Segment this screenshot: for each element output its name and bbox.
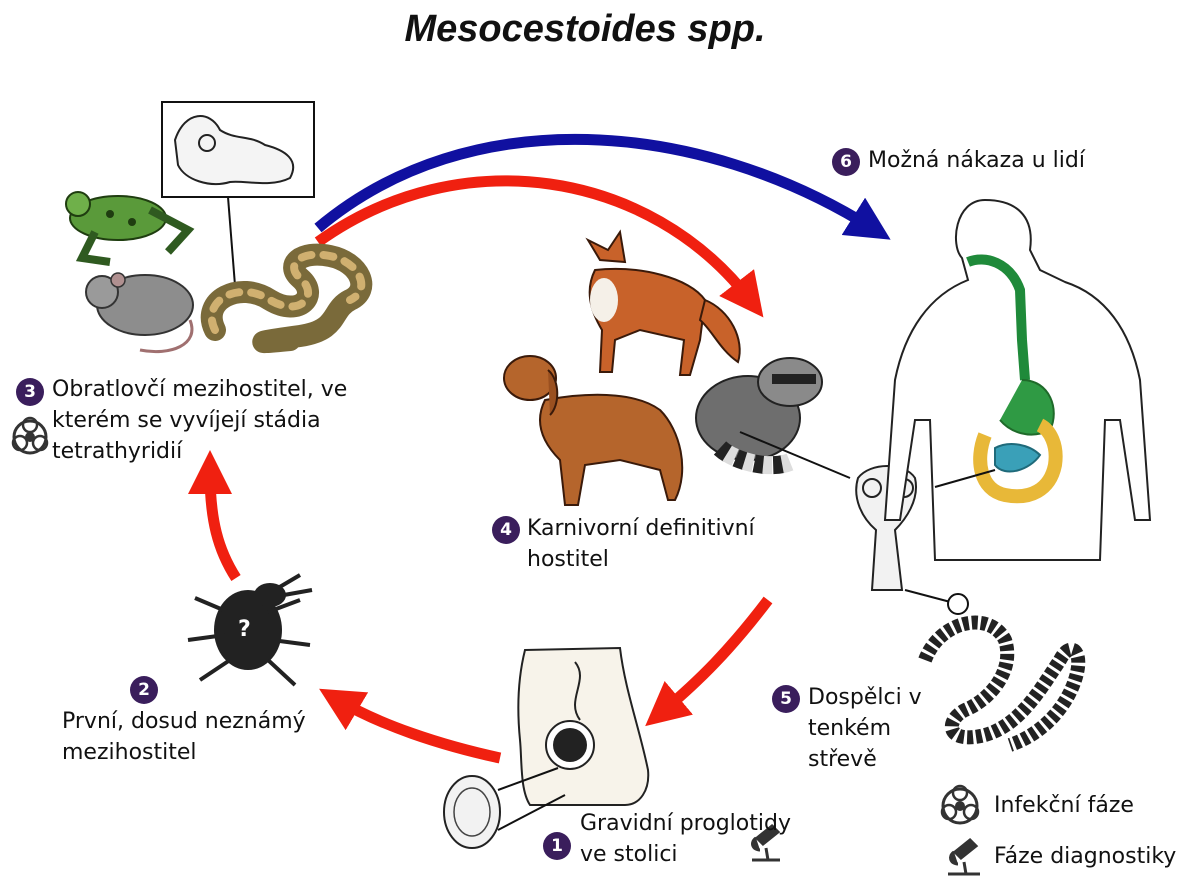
stage-3-line: Obratlovčí mezihostitel, ve bbox=[52, 374, 347, 405]
unknown-host-mark: ? bbox=[238, 614, 251, 645]
arrow-to-proglottid bbox=[662, 600, 768, 712]
dog-icon bbox=[504, 356, 682, 505]
arrow-to-carnivore bbox=[318, 181, 750, 300]
stage-3-line: tetrathyridií bbox=[52, 436, 347, 467]
stage-6-label: Možná nákaza u lidí bbox=[868, 145, 1085, 176]
stage-6-badge: 6 bbox=[832, 148, 860, 176]
stage-1-badge: 1 bbox=[543, 832, 571, 860]
human-body-icon bbox=[885, 200, 1150, 560]
fox-icon bbox=[588, 232, 740, 375]
stage-4-badge: 4 bbox=[492, 516, 520, 544]
arrow-to-first-host bbox=[338, 700, 500, 758]
frog-icon bbox=[66, 192, 188, 262]
stage-4-label: Karnivorní definitivní hostitel bbox=[527, 513, 755, 575]
stage-1-label: Gravidní proglotidy ve stolici bbox=[580, 808, 791, 870]
mouse-icon bbox=[86, 273, 193, 352]
stage-5-label: Dospělci v tenkém střevě bbox=[808, 682, 922, 775]
stage-6-line: Možná nákaza u lidí bbox=[868, 145, 1085, 176]
legend-microscope-icon bbox=[948, 840, 980, 874]
stage-3-line: kterém se vyvíjejí stádia bbox=[52, 405, 347, 436]
stage-2-line: mezihostitel bbox=[62, 737, 306, 768]
stage-4-line: Karnivorní definitivní bbox=[527, 513, 755, 544]
arrow-to-vertebrate-host bbox=[210, 472, 236, 578]
arrow-to-human bbox=[318, 139, 872, 228]
legend-biohazard-icon bbox=[942, 786, 978, 823]
stage-2-label: První, dosud neznámý mezihostitel bbox=[62, 706, 306, 768]
biohazard-icon bbox=[13, 418, 47, 453]
stage-5-badge: 5 bbox=[772, 685, 800, 713]
stage-5-line: tenkém bbox=[808, 713, 922, 744]
stage-2-badge: 2 bbox=[130, 676, 158, 704]
stage-5-line: Dospělci v bbox=[808, 682, 922, 713]
stage-1-line: Gravidní proglotidy bbox=[580, 808, 791, 839]
stage-4-line: hostitel bbox=[527, 544, 755, 575]
stage-3-label: Obratlovčí mezihostitel, ve kterém se vy… bbox=[52, 374, 347, 467]
stage-2-line: První, dosud neznámý bbox=[62, 706, 306, 737]
legend-diagnostic-label: Fáze diagnostiky bbox=[994, 844, 1176, 869]
stage-3-badge: 3 bbox=[16, 378, 44, 406]
stage-5-line: střevě bbox=[808, 744, 922, 775]
raccoon-icon bbox=[696, 358, 850, 478]
stage-1-line: ve stolici bbox=[580, 839, 791, 870]
legend-infective-label: Infekční fáze bbox=[994, 793, 1134, 818]
